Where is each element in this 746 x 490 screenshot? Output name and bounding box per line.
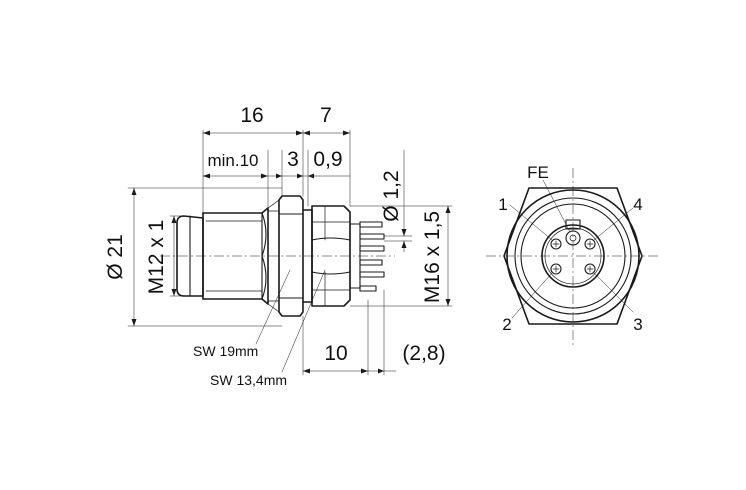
pin-label-1: 1 — [498, 195, 507, 214]
hex-flange — [267, 195, 304, 317]
wrench-size-rear: SW 13,4mm — [210, 372, 287, 388]
side-view: 16 7 min.10 3 0,9 Ø 1,2 Ø 21 M12 x 1 M16… — [104, 104, 453, 388]
front-body-circle — [520, 203, 626, 309]
rear-thread-body — [302, 205, 361, 307]
pin-label-fe: FE — [527, 163, 549, 182]
front-contacts — [550, 230, 596, 275]
dim-front-thread: M12 x 1 — [145, 220, 168, 295]
pin-label-4: 4 — [633, 195, 642, 214]
front-insert-circle — [541, 224, 605, 288]
dim-pin-protrusion: (2,8) — [402, 342, 445, 365]
dim-rear-length: 10 — [324, 342, 347, 365]
dim-total-length: 16 — [240, 104, 263, 127]
front-insert-inner — [544, 227, 602, 285]
dim-rear-thread: M16 x 1,5 — [421, 211, 444, 303]
dim-pin-diameter: Ø 1,2 — [380, 170, 403, 221]
dimension-labels: 16 7 min.10 3 0,9 Ø 1,2 Ø 21 M12 x 1 M16… — [104, 104, 446, 388]
dimension-lines — [127, 129, 453, 376]
pin-label-3: 3 — [633, 315, 642, 334]
pin-label-2: 2 — [502, 315, 511, 334]
front-outer-circle — [506, 189, 640, 323]
dim-outer-diameter: Ø 21 — [104, 234, 127, 280]
front-hex-outline — [503, 187, 643, 325]
pcb-pins — [359, 221, 413, 292]
pin-leaders — [509, 179, 634, 319]
dim-min-length: min.10 — [207, 151, 258, 170]
dim-gap: 0,9 — [313, 148, 342, 171]
front-view: FE 1 2 3 4 — [486, 163, 660, 346]
wrench-size-front: SW 19mm — [193, 343, 258, 359]
dim-front-length: 7 — [320, 104, 332, 127]
front-thread-circle — [514, 197, 632, 315]
dim-panel-thickness: 3 — [287, 148, 299, 171]
